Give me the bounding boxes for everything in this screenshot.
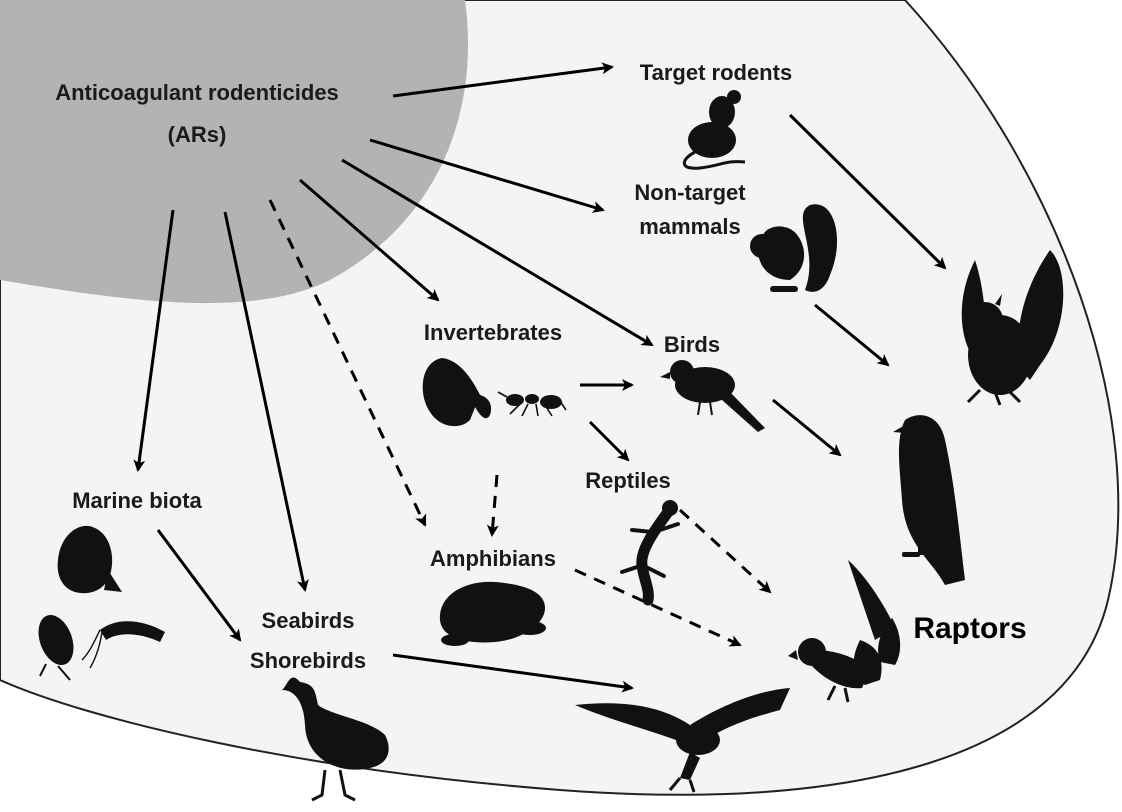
- seabirds-label: Seabirds: [262, 608, 355, 633]
- marine-biota-label: Marine biota: [72, 488, 202, 513]
- invertebrates-label: Invertebrates: [424, 320, 562, 345]
- raptors-label: Raptors: [913, 612, 1026, 645]
- non-target-label-line2: mammals: [639, 214, 741, 239]
- non-target-label-line1: Non-target: [634, 180, 746, 205]
- reptiles-label: Reptiles: [585, 468, 671, 493]
- birds-label: Birds: [664, 332, 720, 357]
- source-label-line1: Anticoagulant rodenticides: [55, 80, 339, 105]
- target-rodents-label: Target rodents: [640, 60, 792, 85]
- shorebirds-label: Shorebirds: [250, 648, 366, 673]
- amphibians-label: Amphibians: [430, 546, 556, 571]
- source-label-line2: (ARs): [168, 122, 227, 147]
